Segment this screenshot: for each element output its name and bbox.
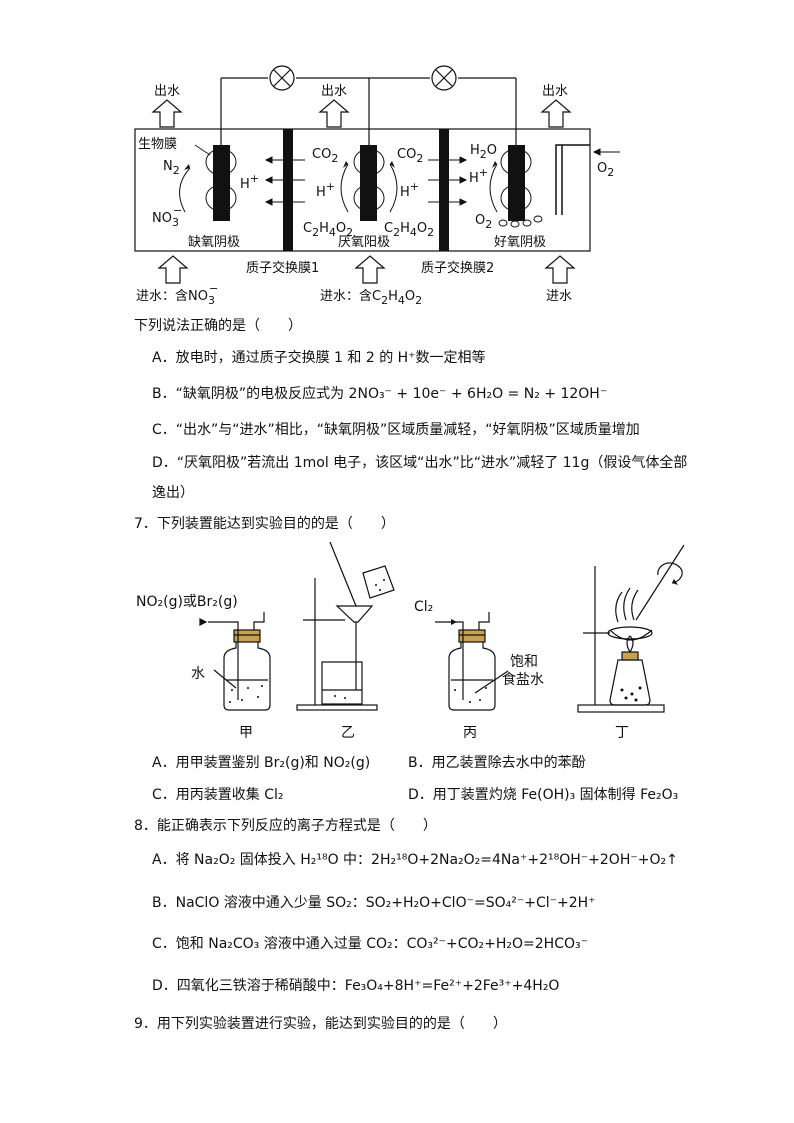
apparatus-diagram: NO₂(g)或Br₂(g) 水 甲 乙 Cl₂ 饱和 食盐水 丙	[136, 541, 685, 741]
outlet-water-left: 出水	[154, 84, 180, 99]
lamp-icon-left	[269, 65, 295, 91]
brine-label-2: 食盐水	[502, 671, 544, 688]
apparatus-ding	[577, 544, 685, 713]
q6-option-d-cont: 逸出）	[152, 485, 194, 501]
apparatus-bing	[435, 612, 509, 711]
biofilm-label: 生物膜	[138, 137, 177, 152]
water-label: 水	[191, 666, 205, 682]
q8-question: 8．能正确表示下列反应的离子方程式是（ ）	[134, 818, 437, 834]
brine-label-1: 饱和	[510, 654, 538, 670]
q7-question: 7．下列装置能达到实验目的的是（ ）	[134, 516, 395, 532]
q7-option-d[interactable]: D．用丁装置灼烧 Fe(OH)₃ 固体制得 Fe₂O₃	[408, 787, 679, 803]
lamp-icon-right	[431, 65, 457, 91]
outlet-water-mid: 出水	[321, 84, 347, 99]
bing-label: 丙	[463, 725, 477, 741]
q8-option-b[interactable]: B．NaClO 溶液中通入少量 SO₂：SO₂+H₂O+ClO⁻=SO₄²⁻+C…	[152, 895, 596, 911]
ding-label: 丁	[615, 725, 629, 741]
q8-option-a[interactable]: A．将 Na₂O₂ 固体投入 H₂¹⁸O 中：2H₂¹⁸O+2Na₂O₂=4Na…	[152, 852, 678, 868]
h-plus-left: H+	[240, 172, 259, 192]
inlet-right-label: 进水	[546, 289, 572, 304]
outlet-arrow-icon	[151, 99, 572, 128]
membrane-2-label: 质子交换膜2	[421, 260, 494, 276]
q6-option-d[interactable]: D．“厌氧阳极”若流出 1mol 电子，该区域“出水”比“进水”减轻了 11g（…	[152, 455, 688, 471]
co2-left-label: CO2	[312, 147, 338, 165]
h-plus-mid-right: H+	[400, 180, 419, 200]
aerobic-cathode-label: 好氧阴极	[494, 235, 546, 250]
anaerobic-anode-electrode	[360, 145, 377, 221]
inlet-left-label: 进水：含NO3−	[136, 282, 218, 307]
outlet-water-right: 出水	[542, 84, 568, 99]
proton-membrane-2	[439, 129, 449, 251]
anaerobic-anode-label: 厌氧阳极	[338, 235, 390, 250]
c2h4o2-left-label: C2H4O2	[303, 221, 353, 239]
yi-label: 乙	[341, 725, 355, 741]
q8-option-d[interactable]: D．四氧化三铁溶于稀硝酸中：Fe₃O₄+8H⁺=Fe²⁺+2Fe³⁺+4H₂O	[152, 978, 560, 994]
apparatus-yi	[296, 541, 395, 711]
inlet-mid-label: 进水：含C2H4O2	[320, 288, 422, 307]
q6-option-a[interactable]: A．放电时，通过质子交换膜 1 和 2 的 H⁺数一定相等	[152, 350, 486, 366]
membrane-1-label: 质子交换膜1	[246, 260, 319, 276]
reactor-box	[134, 128, 591, 252]
fuel-cell-diagram: 出水 出水 出水 生物膜 N2 NO3− H+ 缺氧阴极 CO2 CO2 H+ …	[134, 65, 620, 307]
biofilm-shapes	[205, 148, 532, 212]
inlet-arrow-icon	[157, 255, 576, 284]
n2-label: N2	[163, 159, 180, 177]
c2h4o2-right-label: C2H4O2	[384, 221, 434, 239]
anoxic-cathode-label: 缺氧阴极	[188, 235, 240, 250]
o2-bubble-label: O2	[475, 213, 492, 231]
bubbles	[498, 215, 543, 228]
anoxic-cathode-electrode	[213, 145, 230, 221]
q8-option-c[interactable]: C．饱和 Na₂CO₃ 溶液中通入过量 CO₂：CO₃²⁻+CO₂+H₂O=2H…	[152, 936, 589, 952]
cl2-label: Cl₂	[414, 599, 433, 615]
jia-label: 甲	[239, 725, 253, 741]
q9-question: 9．用下列实验装置进行实验，能达到实验目的的是（ ）	[134, 1016, 507, 1032]
q6-option-c[interactable]: C．“出水”与“进水”相比，“缺氧阴极”区域质量减轻，“好氧阴极”区域质量增加	[152, 422, 640, 438]
proton-membrane-1	[283, 129, 293, 251]
apparatus-jia	[199, 612, 271, 711]
external-circuit	[220, 77, 517, 145]
q6-question: 下列说法正确的是（ ）	[134, 318, 302, 334]
o2-inlet-label: O2	[597, 161, 614, 179]
jia-gas-label: NO₂(g)或Br₂(g)	[136, 594, 238, 610]
h-plus-mid-left: H+	[316, 180, 335, 200]
aerobic-cathode-electrode	[508, 145, 525, 221]
h2o-label: H2O	[470, 143, 497, 161]
h-plus-right: H+	[469, 166, 488, 186]
q7-option-a[interactable]: A．用甲装置鉴别 Br₂(g)和 NO₂(g)	[152, 755, 371, 771]
q7-option-b[interactable]: B．用乙装置除去水中的苯酚	[408, 755, 586, 771]
q7-option-c[interactable]: C．用丙装置收集 Cl₂	[152, 787, 284, 803]
co2-right-label: CO2	[397, 147, 423, 165]
no3-label: NO3−	[152, 204, 182, 229]
q6-option-b[interactable]: B．“缺氧阴极”的电极反应式为 2NO₃⁻ + 10e⁻ + 6H₂O = N₂…	[152, 386, 608, 402]
